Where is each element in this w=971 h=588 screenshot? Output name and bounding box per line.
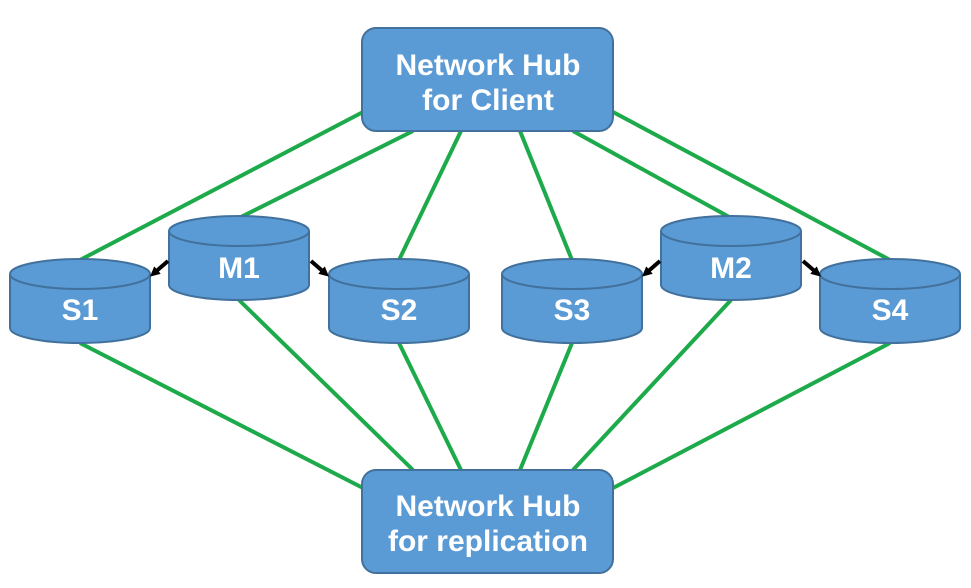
replication-arrows bbox=[149, 259, 822, 277]
node-s2: S2 bbox=[328, 258, 470, 344]
network-hub-client-line1: Network Hub bbox=[395, 49, 580, 82]
node-s4-label: S4 bbox=[872, 294, 909, 327]
node-s4: S4 bbox=[819, 258, 961, 344]
arrow-m2-to-s3 bbox=[641, 259, 662, 277]
link-client-s4 bbox=[612, 110, 891, 262]
node-s4-top bbox=[819, 258, 961, 290]
link-repl-m2 bbox=[571, 298, 733, 472]
node-s2-label: S2 bbox=[381, 294, 418, 327]
link-repl-s1 bbox=[79, 341, 364, 490]
node-s1: S1 bbox=[9, 258, 151, 344]
network-hub-replication-line2: for replication bbox=[388, 525, 588, 558]
node-m2-top bbox=[660, 215, 802, 247]
node-s2-top bbox=[328, 258, 470, 290]
node-m2-label: M2 bbox=[710, 252, 752, 285]
node-s1-top bbox=[9, 258, 151, 290]
arrow-m1-to-s1 bbox=[149, 259, 170, 277]
arrow-m2-to-s4 bbox=[801, 259, 822, 277]
node-m1-top bbox=[168, 215, 310, 247]
network-hub-replication-box bbox=[361, 469, 614, 574]
network-hub-client: Network Hub for Client bbox=[361, 27, 614, 132]
link-client-m2 bbox=[572, 129, 732, 220]
replication-hub-links bbox=[79, 298, 891, 490]
link-client-s3 bbox=[518, 130, 574, 261]
link-client-s2 bbox=[397, 130, 463, 261]
link-repl-s2 bbox=[397, 342, 463, 471]
node-s3: S3 bbox=[501, 258, 643, 344]
arrow-m1-to-s2 bbox=[309, 259, 330, 277]
network-hub-replication: Network Hub for replication bbox=[361, 469, 614, 574]
node-s3-label: S3 bbox=[554, 294, 591, 327]
client-hub-links bbox=[79, 110, 891, 262]
network-hub-replication-line1: Network Hub bbox=[395, 490, 580, 523]
node-s1-label: S1 bbox=[62, 294, 99, 327]
node-s3-top bbox=[501, 258, 643, 290]
node-m1-label: M1 bbox=[218, 252, 260, 285]
network-hub-client-line2: for Client bbox=[422, 84, 554, 117]
link-repl-m1 bbox=[237, 298, 415, 472]
node-s1-body bbox=[9, 274, 151, 344]
node-m1: M1 bbox=[168, 215, 310, 301]
node-m1-body bbox=[168, 231, 310, 301]
node-s3-body bbox=[501, 274, 643, 344]
node-s2-body bbox=[328, 274, 470, 344]
node-m2: M2 bbox=[660, 215, 802, 301]
node-m2-body bbox=[660, 231, 802, 301]
link-client-m1 bbox=[238, 129, 414, 220]
link-repl-s4 bbox=[612, 341, 891, 490]
node-s4-body bbox=[819, 274, 961, 344]
network-hub-client-box bbox=[361, 27, 614, 132]
link-client-s1 bbox=[79, 110, 364, 262]
link-repl-s3 bbox=[518, 342, 574, 471]
